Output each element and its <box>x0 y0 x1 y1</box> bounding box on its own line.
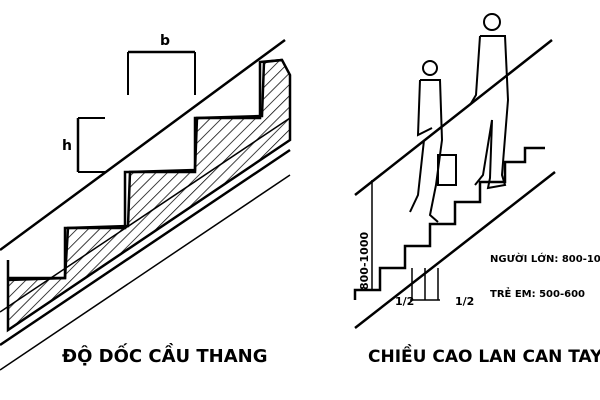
child-note: TRẺ EM: 500-600 <box>490 286 585 300</box>
right-title: CHIỀU CAO LAN CAN TAY VỊN <box>368 343 600 367</box>
slab-inner-line <box>0 117 291 313</box>
stair-underside <box>354 171 556 329</box>
step-profile <box>6 58 283 280</box>
slab-bottom-line <box>0 148 291 347</box>
half-right-label: 1/2 <box>455 295 474 308</box>
person-child-icon <box>409 60 457 223</box>
handrail-diagram <box>353 13 556 329</box>
briefcase-icon <box>437 154 457 186</box>
plaster-line <box>0 174 291 371</box>
left-title: ĐỘ DỐC CẦU THANG <box>62 343 268 367</box>
person-adult-icon <box>469 13 510 190</box>
handrail-height-label: 800-1000 <box>358 232 371 290</box>
handrail-line <box>354 39 553 196</box>
label-h: h <box>62 138 72 154</box>
half-left-label: 1/2 <box>395 295 414 308</box>
hatched-slab <box>6 58 292 333</box>
stairs-profile <box>353 146 545 300</box>
label-b: b <box>160 33 170 49</box>
adult-note: NGƯỜI LỚN: 800-1000 <box>490 252 600 265</box>
slope-line-top <box>0 38 286 252</box>
stair-section <box>0 38 292 371</box>
